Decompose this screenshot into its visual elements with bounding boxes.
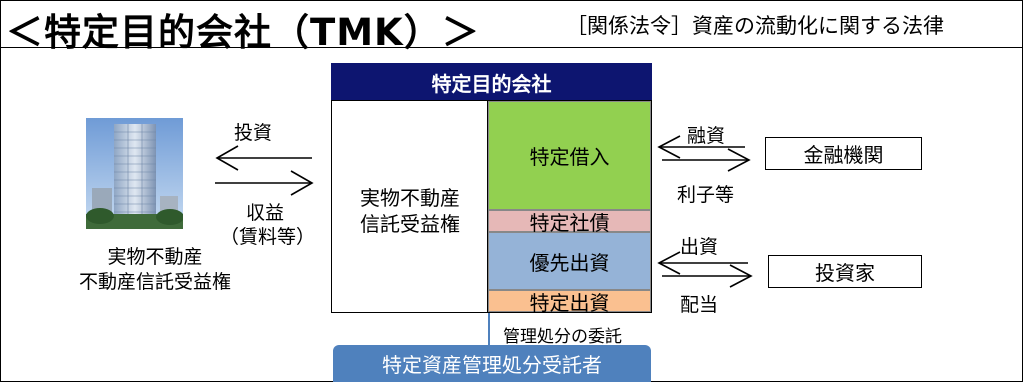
balance-sheet-divider [487, 100, 488, 313]
specified-bonds-cell: 特定社債 [488, 210, 651, 235]
contribution-label: 出資 [680, 236, 719, 258]
trustee-box: 特定資産管理処分受託者 [333, 345, 651, 382]
dividend-label: 配当 [680, 294, 719, 316]
page-title: ＜特定目的会社（TMK）＞ [6, 11, 480, 54]
header-divider [0, 47, 1023, 48]
interest-arrowhead [727, 148, 751, 172]
invest-arrowhead [215, 145, 239, 171]
investor-box: 投資家 [768, 255, 922, 288]
invest-label: 投資 [234, 122, 273, 144]
delegation-label: 管理処分の委託 [503, 327, 622, 347]
preferred-investment-cell: 優先出資 [488, 232, 651, 290]
contribution-arrowhead [657, 251, 681, 275]
asset-label-line2: 不動産信託受益権 [78, 271, 231, 293]
specified-investment-cell: 特定出資 [488, 290, 651, 315]
income-label: 収益 [246, 202, 285, 224]
spv-header: 特定目的会社 [331, 63, 652, 101]
specified-borrowing-cell: 特定借入 [488, 101, 651, 210]
interest-label: 利子等 [677, 184, 735, 206]
delegation-connector [488, 313, 490, 346]
dividend-arrowhead [729, 264, 753, 288]
asset-label-line1: 実物不動産 [107, 246, 203, 268]
building-image [86, 118, 183, 229]
income-sub-label: （賃料等） [220, 226, 316, 248]
spv-assets-line2: 信託受益権 [360, 212, 460, 236]
loan-arrowhead [657, 135, 681, 159]
loan-label: 融資 [687, 125, 726, 147]
lender-box: 金融機関 [765, 137, 922, 170]
spv-assets-line1: 実物不動産 [360, 186, 460, 210]
income-arrowhead [290, 170, 314, 196]
related-law: ［関係法令］資産の流動化に関する法律 [566, 14, 944, 38]
